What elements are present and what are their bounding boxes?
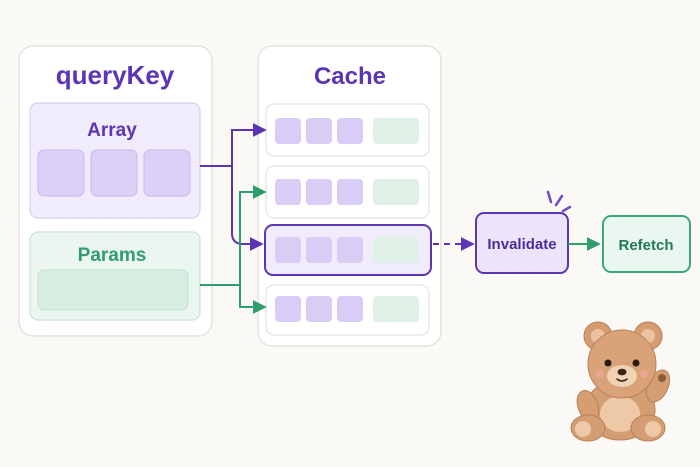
params-to-cache-arrow — [239, 285, 267, 314]
refetch-label: Refetch — [618, 237, 673, 254]
cache-title: Cache — [314, 63, 386, 90]
cache-entry — [265, 165, 430, 219]
query-key-title: queryKey — [56, 60, 175, 90]
query-key-panel: queryKey Array Params — [18, 45, 213, 337]
invalidate-node: Invalidate — [475, 212, 569, 274]
params-box: Params — [29, 231, 201, 321]
refetch-node: Refetch — [602, 215, 691, 273]
invalidate-label: Invalidate — [487, 236, 556, 253]
array-box: Array — [29, 102, 201, 219]
array-item — [37, 149, 85, 197]
params-label: Params — [78, 245, 147, 266]
params-item — [37, 269, 189, 311]
array-to-cache-arrow — [231, 166, 264, 251]
array-to-cache-arrow — [200, 123, 267, 167]
params-to-cache-arrow — [200, 185, 267, 286]
cache-entry — [265, 103, 430, 157]
cache-entry — [265, 284, 430, 336]
cache-entry-highlighted — [264, 224, 432, 276]
array-item — [143, 149, 191, 197]
burst-lines-icon — [546, 190, 572, 213]
teddy-bear-icon — [570, 321, 671, 442]
array-item — [90, 149, 138, 197]
cache-panel: Cache — [257, 45, 442, 347]
array-label: Array — [87, 120, 137, 141]
